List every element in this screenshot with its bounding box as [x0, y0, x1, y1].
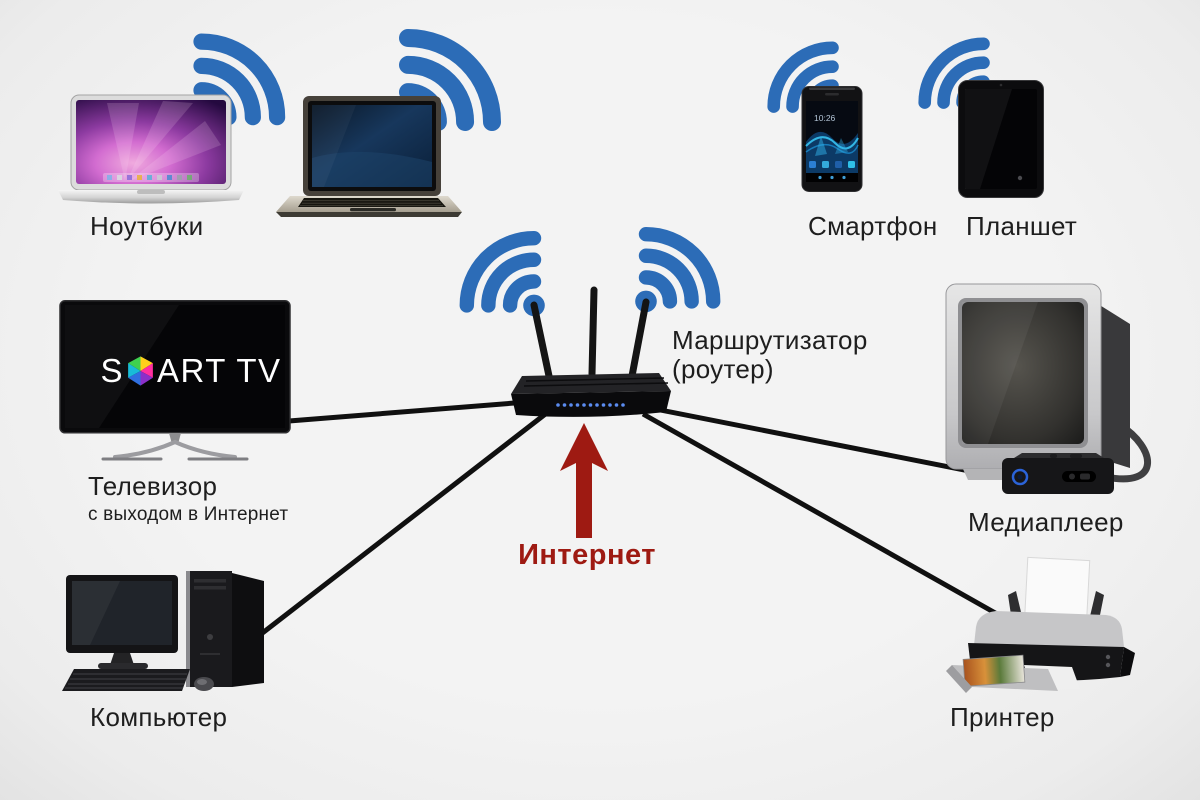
tv-label: Телевизор с выходом в Интернет [88, 472, 288, 525]
smart-tv: S ART TV [57, 300, 293, 473]
laptop-macbook [55, 93, 255, 213]
smart-tv-cube-icon [128, 356, 153, 386]
media-player-box [1000, 452, 1118, 503]
internet-arrow [560, 423, 608, 538]
smartphone: 10:26 [801, 86, 863, 197]
router-label: Маршрутизатор (роутер) [672, 325, 868, 385]
cable-router-computer [254, 410, 550, 640]
cable-tv-mediaplayer [1102, 421, 1151, 483]
router-label-line1: Маршрутизатор [672, 325, 868, 355]
tablet [958, 80, 1044, 203]
laptops-label: Ноутбуки [90, 211, 204, 241]
cable-router-tv [288, 398, 541, 424]
tv-label-line1: Телевизор [88, 471, 218, 501]
tablet-label: Планшет [966, 211, 1078, 241]
tv-label-line2: с выходом в Интернет [88, 503, 289, 525]
smart-tv-logo-right: ART TV [156, 352, 282, 389]
smartphone-label: Смартфон [808, 211, 938, 241]
cable-router-mediaplayer [629, 401, 1011, 482]
laptop-pc [276, 96, 462, 223]
smart-tv-logo: S ART TV [85, 352, 297, 390]
printer [938, 553, 1143, 708]
router-label-line2: (роутер) [672, 354, 774, 385]
cable-router-printer [641, 411, 1015, 626]
computer-label: Компьютер [90, 702, 228, 732]
internet-label: Интернет [518, 539, 656, 571]
router [505, 278, 675, 433]
media-player-label: Медиаплеер [968, 507, 1124, 537]
computer [60, 565, 270, 705]
smart-tv-logo-left: S [100, 352, 124, 389]
crt-tv [938, 276, 1138, 493]
smartphone-clock: 10:26 [814, 113, 836, 123]
printer-label: Принтер [950, 702, 1055, 732]
